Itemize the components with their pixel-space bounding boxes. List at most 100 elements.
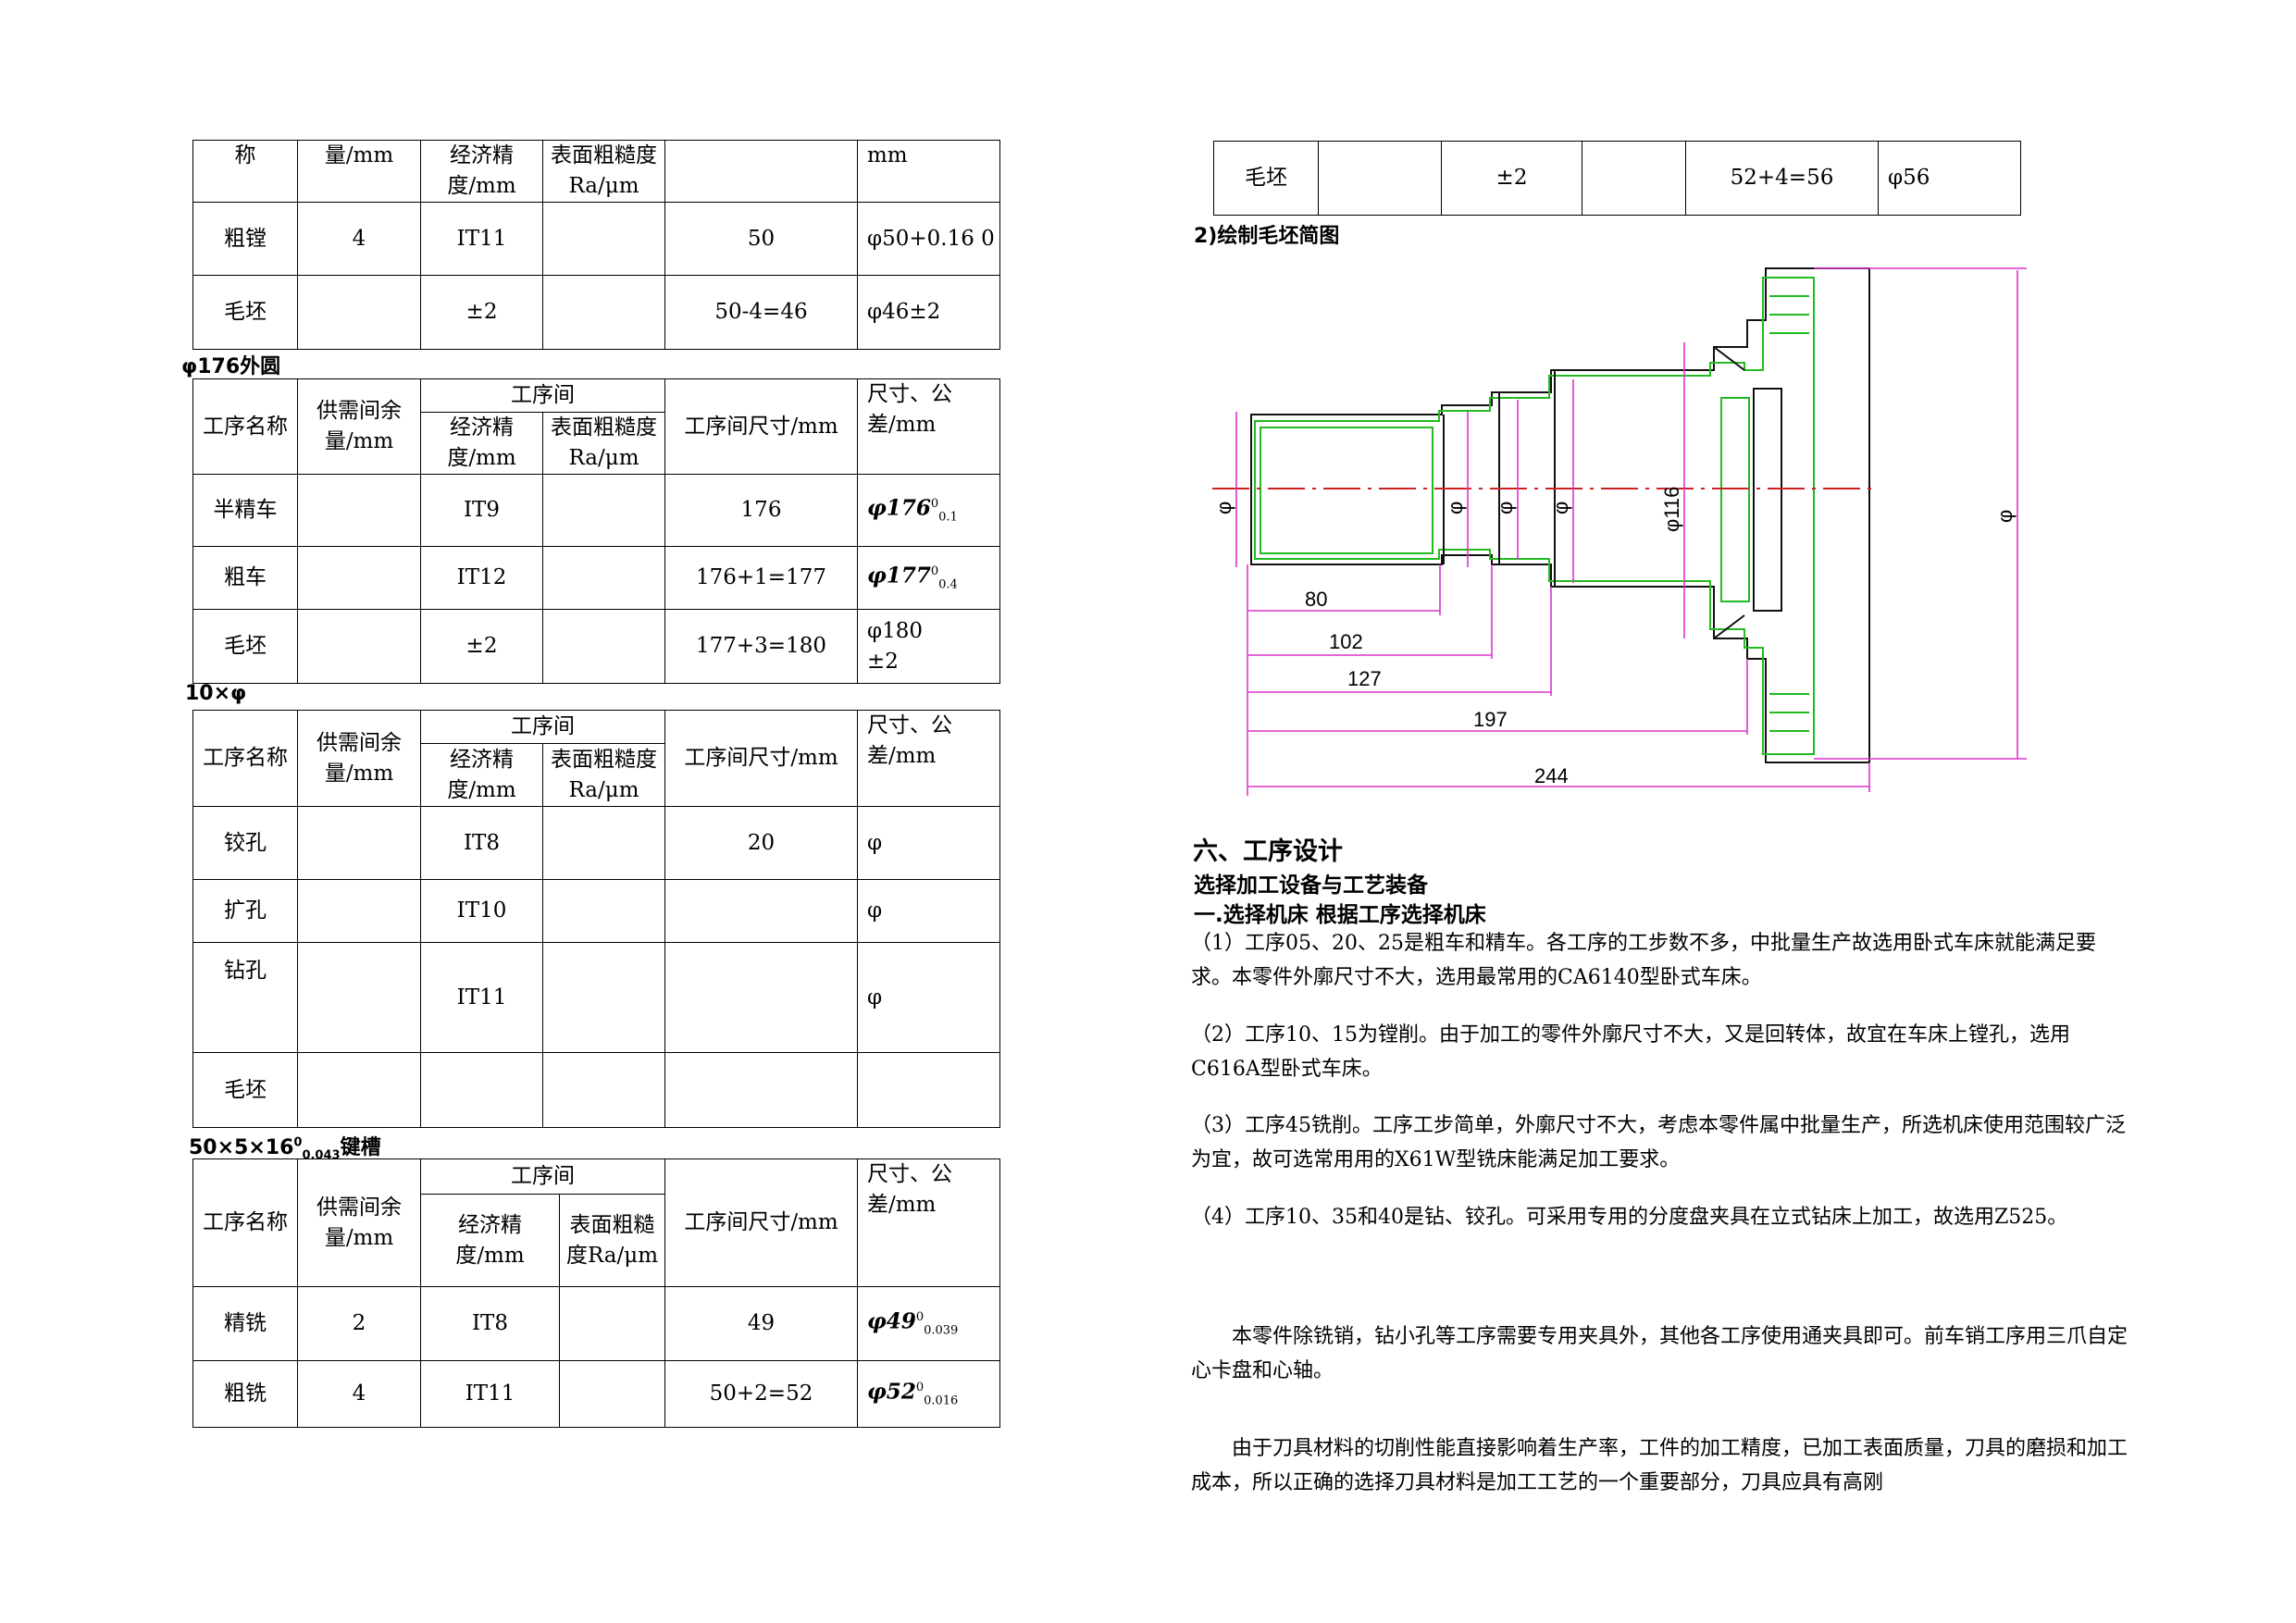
tolerance-cell: φ17600.1 xyxy=(857,474,1000,547)
header-cell: 经济精度/mm xyxy=(420,743,543,807)
header-cell: 表面粗糙度Ra/μm xyxy=(559,1194,665,1287)
table-row: 经济精度/mm 表面粗糙度Ra/μm xyxy=(193,1194,1000,1287)
cell xyxy=(297,546,421,610)
table-outer-176: 工序名称 供需间余量/mm 工序间 工序间尺寸/mm 尺寸、公差/mm 经济精度… xyxy=(192,378,1000,684)
cell xyxy=(664,942,858,1053)
inner-step xyxy=(1720,397,1750,602)
table-row: 铰孔 IT8 20 φ xyxy=(192,806,1000,880)
section-heading: 六、工序设计 xyxy=(1193,837,1343,866)
tol-upper: 0 xyxy=(915,1380,925,1394)
dim-label: 197 xyxy=(1473,708,1508,731)
header-cell: 尺寸、公差/mm xyxy=(857,378,1000,475)
cell: IT11 xyxy=(420,942,543,1053)
tolerance-cell: φ4900.039 xyxy=(857,1286,1000,1361)
table-row: 钻孔 IT11 φ xyxy=(192,942,1000,1053)
cell: ±2 xyxy=(420,275,543,350)
cell: IT12 xyxy=(420,546,543,610)
cell: IT8 xyxy=(420,1286,560,1361)
table-hole: 工序名称 供需间余量/mm 工序间 工序间尺寸/mm 尺寸、公差/mm 经济精度… xyxy=(192,710,1000,1128)
cell xyxy=(542,806,665,880)
header-cell: 表面粗糙度Ra/μm xyxy=(542,743,665,807)
header-cell xyxy=(664,140,858,203)
cell: 4 xyxy=(297,202,421,276)
table-row: 工序名称 供需间余量/mm 工序间 工序间尺寸/mm 尺寸、公差/mm xyxy=(192,1158,1000,1287)
cell: IT10 xyxy=(420,879,543,943)
cell: ±2 xyxy=(420,609,543,684)
cell: 精铣 xyxy=(192,1286,298,1361)
paragraph: （4）工序10、35和40是钻、铰孔。可采用专用的分度盘夹具在立式钻床上加工，故… xyxy=(1191,1206,2068,1229)
table-boring: 称 量/mm 经济精度/mm 表面粗糙度Ra/μm mm 粗镗 4 IT11 5… xyxy=(192,140,1000,350)
cell xyxy=(1318,141,1442,216)
cell xyxy=(664,1052,858,1128)
dim-label: 102 xyxy=(1329,630,1363,653)
table-row: 毛坯 xyxy=(192,1052,1000,1128)
dia-label: φ xyxy=(1494,502,1517,514)
title-upper: 0 xyxy=(293,1135,303,1150)
cell: 毛坯 xyxy=(192,275,298,350)
tol-lower: 0.4 xyxy=(938,577,958,592)
cell xyxy=(297,474,421,547)
tol-upper: 0 xyxy=(915,1309,925,1324)
cell: 钻孔 xyxy=(192,942,298,1053)
cell xyxy=(1582,141,1686,216)
cell xyxy=(297,942,421,1053)
header-cell: 供需间余量/mm xyxy=(297,378,421,475)
tolerance-cell: φ17700.4 xyxy=(857,546,1000,610)
table-row: 粗车 IT12 176+1=177 φ17700.4 xyxy=(192,546,1000,610)
cell xyxy=(857,1052,1000,1128)
table-title: φ176外圆 xyxy=(181,355,281,378)
cell: 毛坯 xyxy=(1213,141,1319,216)
paragraph: （2）工序10、15为镗削。由于加工的零件外廓尺寸不大，又是回转体，故宜在车床上… xyxy=(1191,1023,2070,1081)
subheading: 选择加工设备与工艺装备 xyxy=(1194,873,1428,898)
header-cell: 工序名称 xyxy=(192,1158,298,1287)
cell: φ xyxy=(857,806,1000,880)
cell: 铰孔 xyxy=(192,806,298,880)
table-row: 粗铣 4 IT11 50+2=52 φ5200.016 xyxy=(192,1360,1000,1428)
cell: 半精车 xyxy=(192,474,298,547)
cell: 176+1=177 xyxy=(664,546,858,610)
dia-label: φ116 xyxy=(1660,487,1683,532)
cell xyxy=(542,879,665,943)
header-cell: 表面粗糙度Ra/μm xyxy=(542,140,665,203)
header-cell: mm xyxy=(857,140,1000,203)
title-text: 50×5×16 xyxy=(189,1136,294,1159)
dia-label: φ xyxy=(1212,502,1235,514)
cell: IT11 xyxy=(420,1360,560,1428)
cell: IT8 xyxy=(420,806,543,880)
tol-line-2: ±2 xyxy=(867,649,899,674)
table-row: 称 量/mm 经济精度/mm 表面粗糙度Ra/μm mm xyxy=(192,140,1000,203)
cell: IT9 xyxy=(420,474,543,547)
tol-base: φ176 xyxy=(867,495,931,521)
header-cell: 经济精度/mm xyxy=(420,140,543,203)
cell xyxy=(542,474,665,547)
blank-drawing: 80 102 127 197 244 φ φ φ φ φ116 φ xyxy=(1212,267,2027,796)
tol-lower: 0.1 xyxy=(938,510,958,525)
cell: 20 xyxy=(664,806,858,880)
table-keyway-blank: 毛坯 ±2 52+4=56 φ56 xyxy=(1213,141,2021,216)
cell: 52+4=56 xyxy=(1685,141,1879,216)
dim-label: 80 xyxy=(1305,588,1327,611)
tol-line-1: φ180 xyxy=(867,618,924,643)
cell: 176 xyxy=(664,474,858,547)
table-row: 半精车 IT9 176 φ17600.1 xyxy=(192,474,1000,547)
cell: 50 xyxy=(664,202,858,276)
cell: φ xyxy=(857,879,1000,943)
paragraph: （1）工序05、20、25是粗车和精车。各工序的工步数不多，中批量生产故选用卧式… xyxy=(1191,932,2096,989)
tol-lower: 0.016 xyxy=(924,1394,959,1408)
chamfer-line xyxy=(1713,346,1745,371)
header-cell: 工序间 xyxy=(420,710,665,744)
cell xyxy=(542,942,665,1053)
inner-step xyxy=(1753,388,1782,612)
cell xyxy=(542,1052,665,1128)
header-cell: 经济精度/mm xyxy=(420,1194,560,1287)
cell: φ46±2 xyxy=(857,275,1000,350)
table-row: 经济精度/mm 表面粗糙度Ra/μm xyxy=(193,743,1000,807)
cell xyxy=(297,879,421,943)
dia-label: φ xyxy=(1444,502,1467,514)
header-cell: 工序间 xyxy=(420,378,665,413)
table-title: 10×φ xyxy=(185,682,247,705)
header-cell: 供需间余量/mm xyxy=(297,1158,421,1287)
paragraph: 本零件除铣销，钻小孔等工序需要专用夹具外，其他各工序使用通夹具即可。前车销工序用… xyxy=(1191,1325,2128,1382)
dia-label: φ xyxy=(1549,502,1572,514)
cell: 49 xyxy=(664,1286,858,1361)
